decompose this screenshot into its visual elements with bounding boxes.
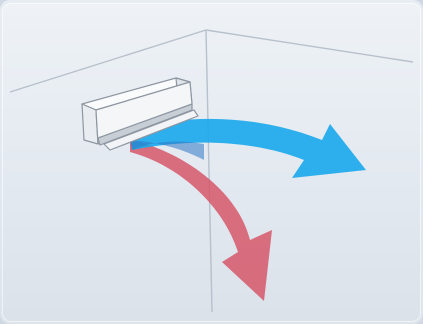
ac-unit-louver <box>103 109 199 151</box>
cool-airflow-arrow-icon <box>130 118 366 178</box>
right-ceiling-line <box>205 29 414 63</box>
ac-unit-vent <box>97 103 193 146</box>
room-corner-lines <box>9 29 414 313</box>
airflow-overlap <box>130 140 204 160</box>
wall-corner-line <box>205 29 213 313</box>
warm-airflow-arrow-icon <box>130 140 272 301</box>
left-ceiling-line <box>9 29 207 93</box>
ac-unit-icon <box>81 77 199 151</box>
